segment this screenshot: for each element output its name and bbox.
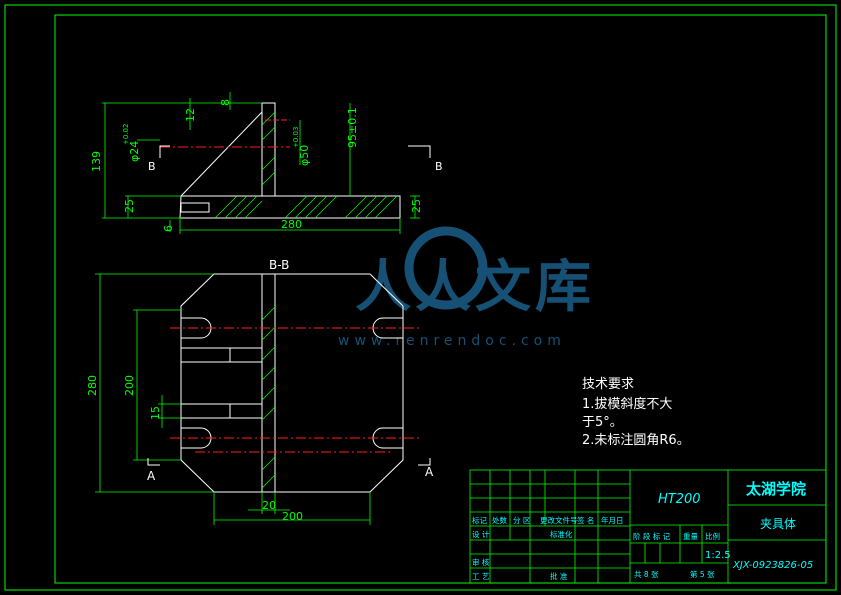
section-a-right: A xyxy=(425,465,434,479)
weight-label: 重量 xyxy=(683,532,698,541)
tech-line-3: 2.未标注圆角R6。 xyxy=(582,433,690,448)
dim-200-vertical: 200 xyxy=(123,375,136,396)
plan-view xyxy=(170,273,420,493)
tech-heading: 技术要求 xyxy=(582,377,634,392)
row-standardize: 标准化 xyxy=(550,529,573,539)
dim-8: 8 xyxy=(219,99,232,106)
base-plate xyxy=(179,195,401,219)
section-label-bb: B-B xyxy=(269,258,289,272)
hdr-count: 处数 xyxy=(492,515,507,525)
plan-hatch xyxy=(261,306,276,489)
dim-25-left: 25 xyxy=(123,199,136,213)
hdr-date: 年月日 xyxy=(601,515,624,525)
sheet-number: 第 5 张 xyxy=(690,569,715,579)
ratio-label: 比例 xyxy=(705,531,720,541)
dim-6: 6 xyxy=(162,225,175,232)
material: HT200 xyxy=(658,492,701,507)
row-review: 审 核 xyxy=(472,557,490,567)
watermark-logo-icon xyxy=(404,226,488,310)
title-block-text: HT200 太湖学院 夹具体 XJX-0923826-05 1:2.5 标记 处… xyxy=(472,480,813,581)
drawing-number: XJX-0923826-05 xyxy=(732,560,813,571)
dim-phi-dia: φ50 xyxy=(298,145,311,166)
dim-280-plan: 280 xyxy=(86,375,99,396)
dim-200-horizontal: 200 xyxy=(282,510,303,523)
stage-mark: 阶 段 标 记 xyxy=(633,531,671,541)
front-dim-text: 139 12 8 25 6 280 25 φ24 +0.02 φ50 +0.03… xyxy=(90,99,423,232)
hdr-zone: 分 区 xyxy=(513,516,531,525)
dim-15: 15 xyxy=(149,406,162,420)
hdr-change: 更改文件号 xyxy=(540,515,578,525)
dim-12: 12 xyxy=(184,108,197,122)
watermark-url: www.renrendoc.com xyxy=(338,333,566,349)
inner-frame xyxy=(54,14,827,584)
title-block xyxy=(469,469,827,584)
section-b-left: B xyxy=(148,160,156,173)
total-sheets: 共 8 张 xyxy=(634,570,659,579)
base-slot xyxy=(180,202,210,213)
dim-phi-hole-tol: +0.02 xyxy=(122,124,130,145)
section-mark-a xyxy=(147,458,431,466)
watermark-text: 人人文库 xyxy=(355,255,595,320)
section-b-right: B xyxy=(435,160,443,173)
technical-requirements: 技术要求 1.拔模斜度不大 于5°。 2.未标注圆角R6。 xyxy=(582,377,690,448)
vertical-plate xyxy=(261,102,276,196)
section-mark-b xyxy=(159,145,431,158)
row-design: 设 计 xyxy=(472,529,490,539)
scale-value: 1:2.5 xyxy=(705,550,731,561)
hdr-mark: 标记 xyxy=(472,515,487,525)
section-a-left: A xyxy=(147,469,156,483)
dim-phi-dia-tol: +0.03 xyxy=(292,127,300,148)
plan-dim-text: 280 200 15 20 200 xyxy=(86,375,303,523)
dim-phi-hole: φ24 xyxy=(128,141,141,162)
part-name: 夹具体 xyxy=(760,517,796,531)
hdr-sign: 签 名 xyxy=(577,515,594,525)
dim-20: 20 xyxy=(262,499,276,512)
dim-95: 95±0.1 xyxy=(346,107,359,148)
dim-139: 139 xyxy=(90,151,103,172)
rib-triangle xyxy=(180,110,263,197)
dim-25-right: 25 xyxy=(410,199,423,213)
row-approve: 批 准 xyxy=(550,571,568,581)
school-name: 太湖学院 xyxy=(746,480,806,498)
base-hatch xyxy=(214,111,398,219)
row-process: 工 艺 xyxy=(472,572,489,581)
tech-line-1: 1.拔模斜度不大 xyxy=(582,396,672,412)
plan-dimensions xyxy=(95,273,371,525)
watermark: 人人文库 www.renrendoc.com xyxy=(338,226,595,349)
front-dimensions xyxy=(102,92,420,234)
tech-line-2: 于5°。 xyxy=(582,415,623,430)
dim-280-front: 280 xyxy=(281,218,302,231)
outer-frame xyxy=(4,4,837,591)
